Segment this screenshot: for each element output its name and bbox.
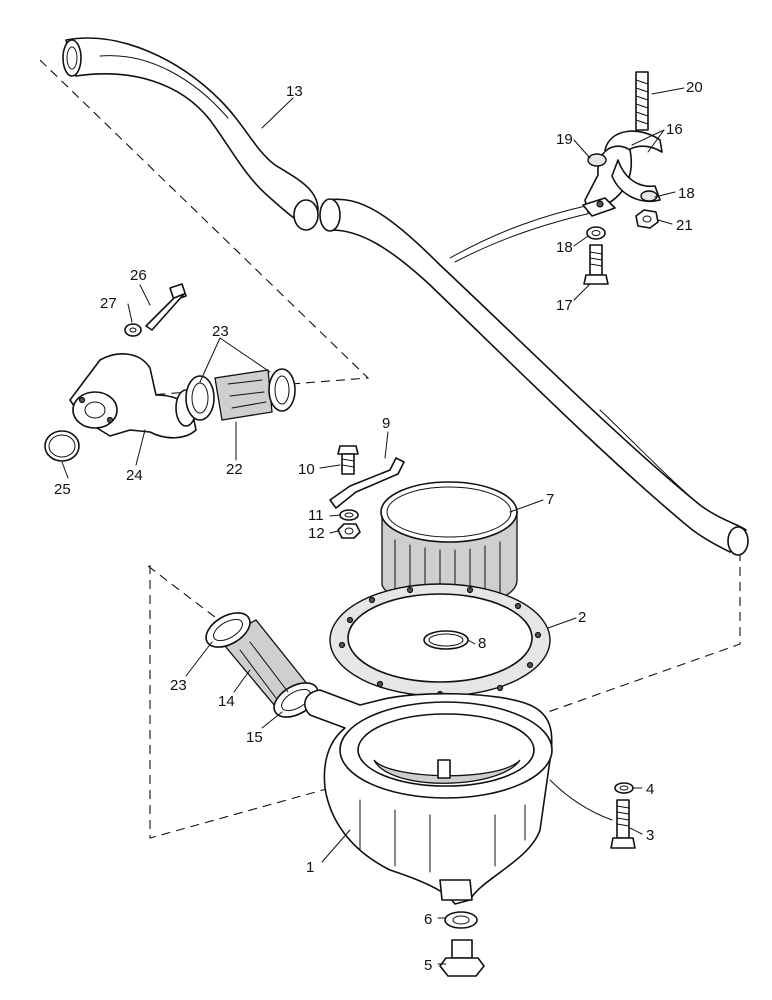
hose-22-with-clamps	[185, 368, 296, 421]
callout-20: 20	[686, 79, 703, 96]
bolt-3	[610, 799, 636, 849]
bolt-10	[337, 445, 359, 475]
callout-18-right: 18	[678, 185, 695, 202]
callout-25: 25	[54, 481, 71, 498]
drain-plug-5	[439, 939, 485, 977]
callout-27: 27	[100, 295, 117, 312]
callout-1: 1	[306, 859, 314, 876]
callout-3: 3	[646, 827, 654, 844]
callout-6: 6	[424, 911, 432, 928]
callout-23-lower: 23	[170, 677, 187, 694]
callout-18-left: 18	[556, 239, 573, 256]
clamp-leader-lines	[449, 204, 596, 263]
filter-housing	[304, 689, 553, 905]
washer-18-lower	[586, 226, 606, 240]
callout-11: 11	[308, 507, 324, 524]
callout-10: 10	[298, 461, 315, 478]
callout-4: 4	[646, 781, 654, 798]
callout-2: 2	[578, 609, 586, 626]
bolt-3-leader	[549, 779, 613, 821]
callout-9: 9	[382, 415, 390, 432]
callout-13: 13	[286, 83, 303, 100]
callout-21: 21	[676, 217, 693, 234]
callout-7: 7	[546, 491, 554, 508]
callout-8: 8	[478, 635, 486, 652]
callout-22: 22	[226, 461, 243, 478]
callout-12: 12	[308, 525, 325, 542]
elbow-outlet	[69, 353, 197, 439]
nut-12	[337, 523, 361, 539]
nut-21	[635, 209, 659, 229]
washer-27	[124, 323, 142, 337]
callout-labels: 1 2 3 4 5 6 7 8 9 10 11 12 13 14 15 16 1…	[54, 79, 703, 974]
o-ring-25	[44, 430, 80, 462]
pipe-clamp	[582, 130, 663, 217]
sealing-washer-6	[444, 911, 478, 929]
washer-18-upper	[640, 190, 658, 202]
callout-26: 26	[130, 267, 147, 284]
callout-leaders	[61, 87, 685, 965]
washer-4	[614, 782, 634, 794]
hose-long	[319, 198, 749, 556]
callout-19: 19	[556, 131, 573, 148]
hose-upper	[62, 37, 319, 231]
retaining-strap	[329, 457, 405, 509]
callout-17: 17	[556, 297, 573, 314]
bolt-26	[145, 283, 187, 331]
callout-16: 16	[666, 121, 683, 138]
callout-24: 24	[126, 467, 143, 484]
callout-15: 15	[246, 729, 263, 746]
bolt-17	[583, 244, 609, 285]
callout-14: 14	[218, 693, 235, 710]
callout-23-upper: 23	[212, 323, 229, 340]
hose-14-with-clamps	[205, 612, 319, 718]
washer-11	[339, 509, 359, 521]
stud	[635, 71, 649, 131]
callout-5: 5	[424, 957, 432, 974]
washer-19	[587, 153, 607, 167]
